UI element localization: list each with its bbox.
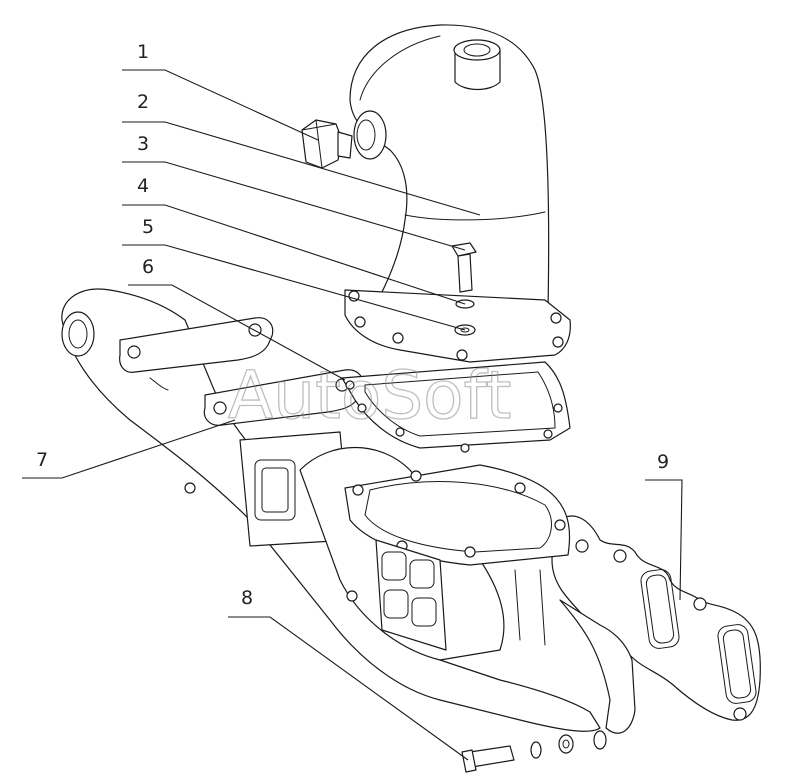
callout-8: 8 (241, 587, 253, 609)
manifold-gasket (551, 515, 761, 721)
drain-plug (301, 119, 353, 169)
elbow-gasket (341, 361, 571, 453)
callout-9: 9 (657, 451, 669, 473)
exhaust-manifold (61, 288, 636, 750)
manifold-bolt (461, 734, 574, 773)
exhaust-elbow (344, 24, 571, 363)
leader-lines (22, 69, 683, 761)
callout-2: 2 (137, 91, 149, 113)
callout-7: 7 (36, 449, 48, 471)
callout-6: 6 (142, 256, 154, 278)
callout-1: 1 (137, 41, 149, 63)
callout-5: 5 (142, 216, 154, 238)
watermark: AutoSoft (228, 357, 511, 434)
callout-4: 4 (137, 175, 149, 197)
callout-labels: 1 2 3 4 5 6 7 8 9 (36, 41, 669, 609)
callout-3: 3 (137, 133, 149, 155)
